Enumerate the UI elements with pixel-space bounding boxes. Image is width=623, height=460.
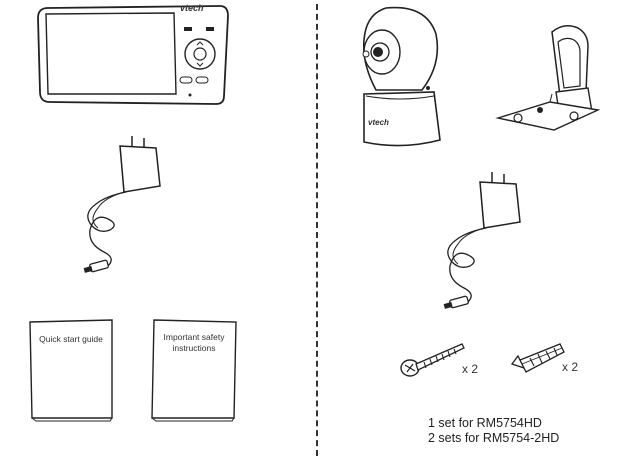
sets-note-line-2: 2 sets for RM5754-2HD	[428, 431, 560, 445]
safety-line-1: Important safety	[163, 332, 225, 342]
mounting-screw	[398, 338, 468, 380]
parent-unit-monitor: vtech	[34, 3, 234, 110]
safety-line-2: instructions	[172, 343, 216, 353]
sets-note-line-1: 1 set for RM5754HD	[428, 416, 542, 430]
wall-mount-bracket	[494, 22, 604, 134]
power-adapter-monitor	[76, 134, 176, 284]
screw-quantity: x 2	[462, 362, 479, 376]
quick-start-guide-booklet: Quick start guide	[26, 318, 116, 422]
quick-start-guide-label: Quick start guide	[39, 334, 103, 344]
baby-unit-camera: vtech	[356, 4, 446, 154]
sets-note: 1 set for RM5754HD 2 sets for RM5754-2HD	[428, 416, 559, 446]
anchor-quantity: x 2	[562, 360, 579, 374]
section-divider	[316, 4, 318, 456]
monitor-brand-logo: vtech	[180, 3, 204, 13]
camera-brand-logo: vtech	[368, 118, 389, 127]
power-adapter-camera	[436, 170, 536, 320]
safety-instructions-booklet: Important safety instructions	[148, 318, 240, 422]
wall-anchor	[506, 338, 568, 378]
